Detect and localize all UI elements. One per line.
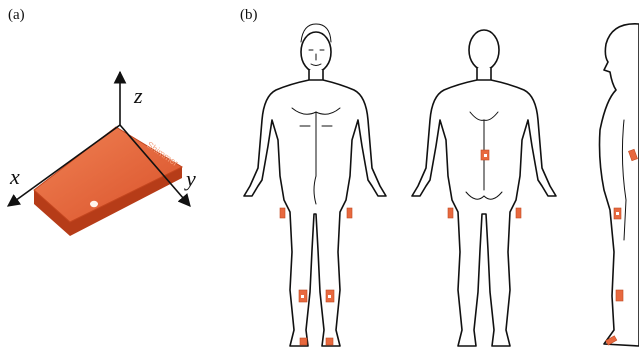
- body-front-view: [244, 24, 386, 346]
- y-axis-label: y: [184, 166, 196, 191]
- patch-front-right-foot: [300, 338, 307, 345]
- patch-back-right-hip: [516, 208, 521, 218]
- body-back-view: [412, 30, 556, 346]
- sensor-led-icon: [90, 201, 98, 207]
- patch-front-left-foot: [326, 338, 333, 345]
- patch-front-left-hip: [347, 208, 352, 218]
- patch-side-shin: [616, 290, 623, 301]
- body-side-view: [600, 24, 639, 346]
- z-axis-label: z: [133, 83, 143, 108]
- patch-front-right-hip: [280, 208, 285, 218]
- sensor-device: Shimmer: [34, 127, 182, 236]
- x-axis-label: x: [9, 164, 20, 189]
- patch-back-left-hip: [448, 208, 453, 218]
